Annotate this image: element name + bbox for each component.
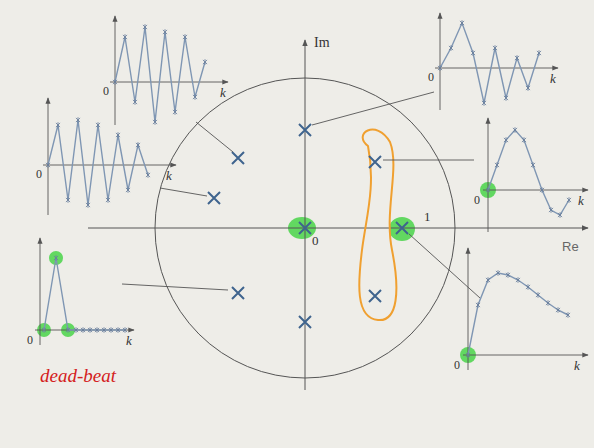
handwritten-note: dead-beat (40, 366, 116, 385)
orange-loop (359, 130, 396, 321)
plot-origin-label: 0 (103, 85, 109, 97)
plot-axis-label: k (126, 334, 132, 347)
plot-axis-label: k (574, 359, 580, 372)
imag-axis (305, 40, 306, 390)
pole-marks (208, 124, 408, 328)
impulse-response-curve (44, 23, 569, 355)
plot-axis-label: k (550, 72, 556, 85)
plot-origin-label: 0 (27, 334, 33, 346)
tick-label: 1 (424, 210, 431, 223)
plot-origin-label: 0 (474, 194, 480, 206)
leader-line (122, 92, 480, 298)
plot-origin-label: 0 (36, 168, 42, 180)
plot-axis (35, 13, 588, 370)
axis-label: Re (562, 240, 579, 253)
plot-axis-label: k (166, 169, 172, 182)
plot-origin-label: 0 (428, 71, 434, 83)
plot-axis-label: k (578, 194, 584, 207)
plot-origin-label: 0 (454, 359, 460, 371)
axis-label: Im (314, 36, 330, 50)
real-axis (88, 228, 588, 229)
origin-label: 0 (312, 234, 319, 247)
plot-axis-label: k (220, 86, 226, 99)
green-highlight (37, 182, 496, 363)
